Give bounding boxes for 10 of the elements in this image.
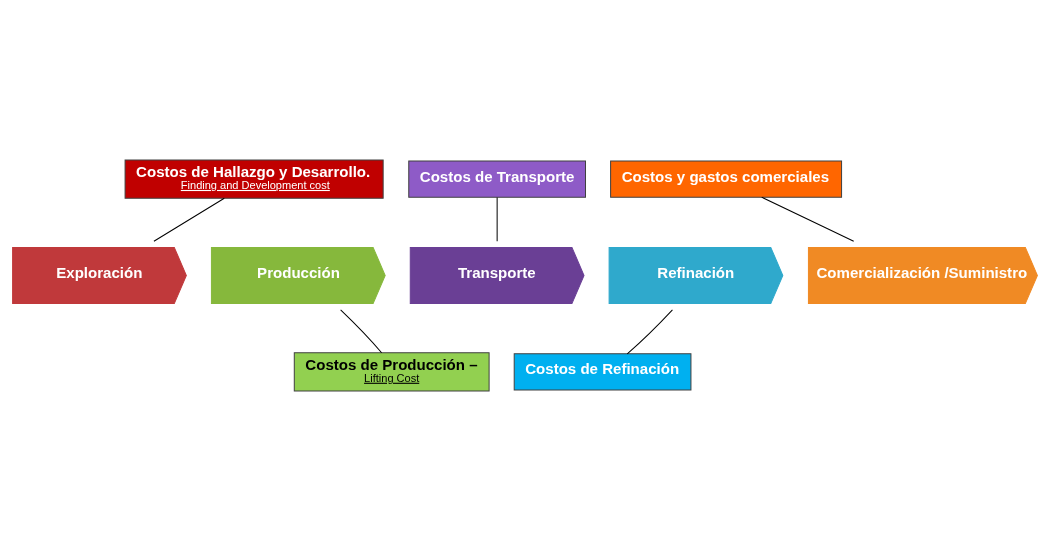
node-box: Costos de Transporte (408, 160, 586, 198)
connector (496, 196, 498, 242)
node-box: Costos y gastos comerciales (610, 160, 843, 198)
connector (761, 196, 855, 242)
node-box: Costos de Producción – Lifting Cost (293, 351, 490, 391)
connector (153, 197, 225, 242)
node-box: Costos de Refinación (513, 352, 692, 390)
node-box: Costos de Hallazgo y Desarrollo. Finding and Development cost (124, 159, 384, 199)
connector (626, 308, 673, 354)
connector (340, 308, 383, 353)
